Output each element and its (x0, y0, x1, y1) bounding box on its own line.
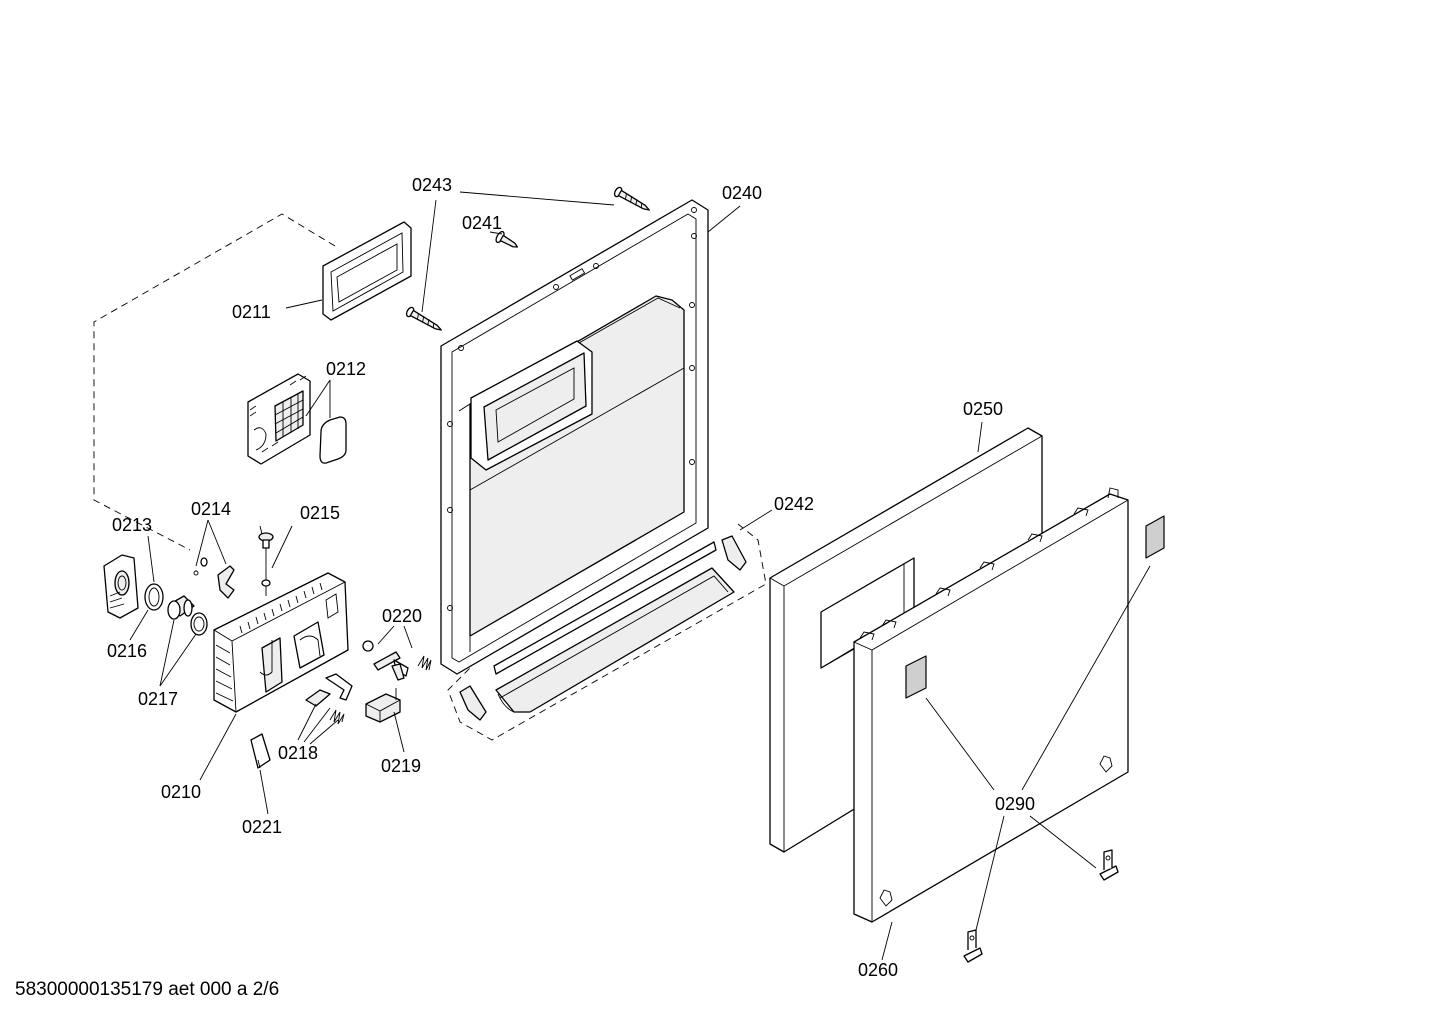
screw-0241 (495, 230, 519, 248)
callout-0210: 0210 (161, 782, 201, 802)
hinge-bracket-0290-bottom (963, 929, 983, 963)
seal-ring-0217 (190, 612, 208, 636)
seal-strip-group-outline (447, 523, 767, 741)
spring-0220 (417, 655, 432, 671)
callout-0214: 0214 (191, 499, 231, 519)
callout-0220: 0220 (382, 606, 422, 626)
dispenser-cover-0216 (103, 554, 139, 619)
seal-ring-0213 (144, 583, 164, 611)
callout-0260: 0260 (858, 960, 898, 980)
document-footer-code: 58300000135179 aet 000 a 2/6 (15, 979, 280, 1000)
callout-0240: 0240 (722, 183, 762, 203)
callout-0221: 0221 (242, 817, 282, 837)
callout-0241: 0241 (462, 213, 502, 233)
callout-0216: 0216 (107, 641, 147, 661)
leader-lines (129, 191, 1151, 961)
callout-labels: 0243 0240 0241 0211 0212 0250 0242 0214 … (107, 175, 1035, 980)
spring-0218 (329, 709, 345, 725)
lever-0220 (373, 651, 409, 681)
valve-0215 (258, 532, 274, 596)
callout-0217: 0217 (138, 689, 178, 709)
front-door-panel-0260 (853, 487, 1129, 923)
callout-0243: 0243 (412, 175, 452, 195)
screw-0243-top (613, 186, 650, 211)
callout-0250: 0250 (963, 399, 1003, 419)
dispenser-housing-0210 (213, 572, 349, 713)
callout-0212: 0212 (326, 359, 366, 379)
inner-door-panel-0240 (440, 199, 709, 675)
nozzle-0217 (167, 595, 195, 620)
bracket-0221 (250, 733, 271, 769)
adhesive-pad-0212 (319, 416, 347, 464)
screw-0243-left (405, 306, 442, 331)
ball-0220 (362, 640, 374, 652)
callout-0219: 0219 (381, 756, 421, 776)
pad-0290 (1145, 515, 1165, 559)
seal-frame-0211 (322, 221, 412, 321)
latch-0218 (305, 673, 353, 707)
switch-0219 (365, 688, 401, 723)
hinge-bracket-0290-right (1099, 849, 1119, 881)
callout-0215: 0215 (300, 503, 340, 523)
dispenser-group-outline (93, 213, 336, 551)
callout-0211: 0211 (232, 302, 271, 322)
clip-0214 (193, 557, 235, 599)
dispenser-lid-0212 (247, 373, 311, 465)
callout-0242: 0242 (774, 494, 814, 514)
callout-0218: 0218 (278, 743, 318, 763)
callout-0290: 0290 (995, 794, 1035, 814)
seal-strip-0242 (459, 535, 747, 721)
callout-0213: 0213 (112, 515, 152, 535)
